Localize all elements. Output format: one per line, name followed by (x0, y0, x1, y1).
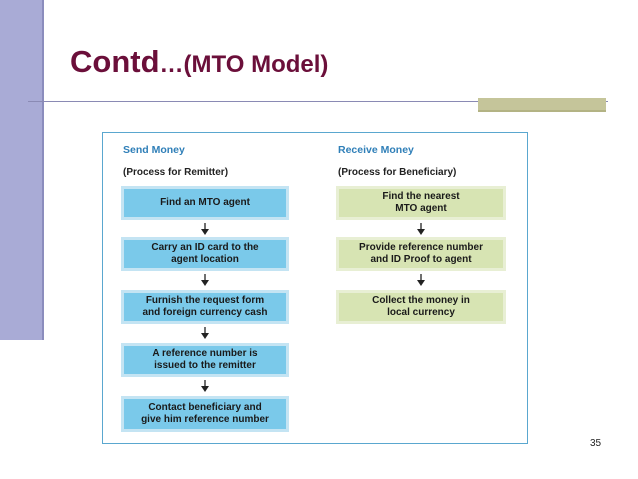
send-column-subtitle: (Process for Remitter) (123, 167, 229, 178)
receive-column-title: Receive Money (338, 144, 414, 156)
send-step-3: Furnish the request form and foreign cur… (121, 290, 289, 324)
send-column-title: Send Money (123, 144, 185, 156)
send-step-4: A reference number is issued to the remi… (121, 343, 289, 377)
receive-arrow-2 (417, 274, 425, 286)
send-arrow-2 (201, 274, 209, 286)
left-accent-bar (0, 0, 44, 340)
receive-column-subtitle: (Process for Beneficiary) (338, 167, 457, 178)
page-number: 35 (590, 438, 602, 449)
send-step-1: Find an MTO agent (121, 186, 289, 220)
title-accent-bar (478, 98, 606, 112)
receive-step-2: Provide reference number and ID Proof to… (336, 237, 506, 271)
receive-step-1: Find the nearest MTO agent (336, 186, 506, 220)
slide-title-sub: …(MTO Model) (159, 51, 329, 78)
receive-step-3: Collect the money in local currency (336, 290, 506, 324)
slide-title-main: Contd (70, 44, 160, 79)
title-divider (28, 101, 608, 102)
send-step-2: Carry an ID card to the agent location (121, 237, 289, 271)
send-arrow-1 (201, 223, 209, 235)
slide-title: Contd…(MTO Model) (70, 44, 328, 80)
send-arrow-3 (201, 327, 209, 339)
mto-process-diagram: Send Money (Process for Remitter) Receiv… (102, 132, 528, 444)
send-arrow-4 (201, 380, 209, 392)
receive-arrow-1 (417, 223, 425, 235)
send-step-5: Contact beneficiary and give him referen… (121, 396, 289, 432)
